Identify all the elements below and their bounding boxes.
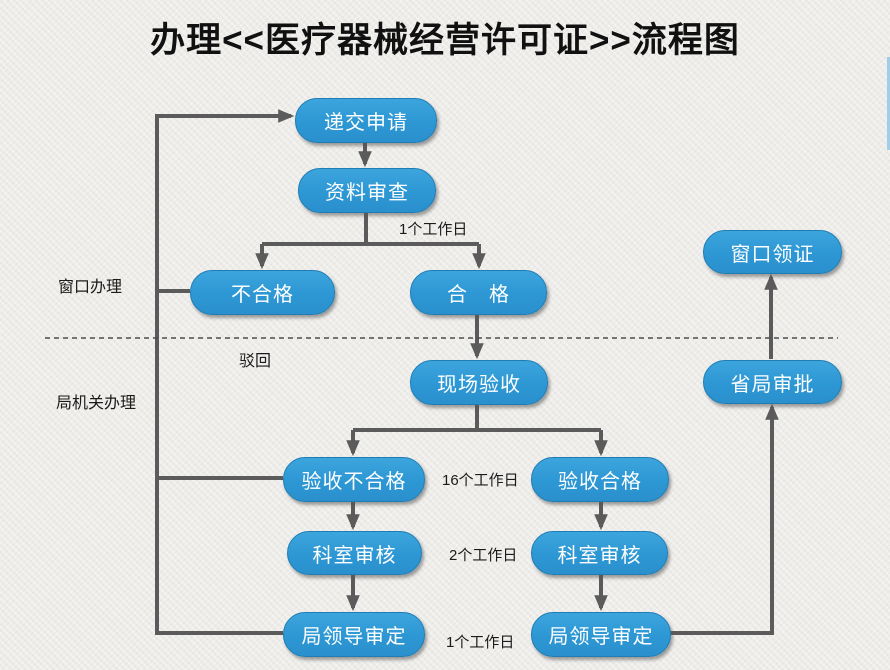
node-document-review: 资料审查 (298, 168, 436, 213)
node-label: 合 格 (447, 284, 510, 306)
page-title: 办理<<医疗器械经营许可证>>流程图 (150, 21, 740, 60)
node-inspection-failed: 验收不合格 (283, 457, 425, 502)
node-bureau-leader-approval-right: 局领导审定 (531, 612, 671, 657)
lane-label-window-processing: 窗口办理 (58, 279, 123, 296)
arrow-leader-to-provincial (669, 403, 779, 635)
lane-label-bureau-processing: 局机关办理 (56, 395, 137, 412)
line-sitecheck-branch (353, 403, 601, 432)
node-label: 验收不合格 (301, 471, 407, 493)
label-reject: 驳回 (239, 353, 272, 370)
label-review-duration: 1个工作日 (399, 221, 468, 238)
node-label: 递交申请 (324, 112, 408, 134)
node-provincial-bureau-approval: 省局审批 (703, 360, 842, 404)
node-unqualified: 不合格 (190, 270, 335, 315)
node-inspection-passed: 验收合格 (531, 457, 669, 502)
node-label: 现场验收 (437, 374, 521, 396)
node-department-review-left: 科室审核 (287, 531, 422, 575)
label-department-duration: 2个工作日 (449, 547, 518, 564)
node-label: 科室审核 (557, 544, 642, 567)
label-leader-duration: 1个工作日 (446, 634, 515, 651)
node-label: 窗口领证 (730, 243, 815, 266)
arrow-feedback-to-submit (155, 109, 295, 635)
node-label: 局领导审定 (548, 626, 654, 648)
node-label: 不合格 (231, 284, 294, 306)
node-department-review-right: 科室审核 (531, 531, 668, 575)
node-label: 资料审查 (325, 182, 409, 204)
node-submit-application: 递交申请 (295, 98, 437, 143)
node-qualified: 合 格 (410, 270, 547, 315)
node-label: 省局审批 (730, 373, 815, 396)
line-review-branch (262, 211, 479, 246)
node-bureau-leader-approval-left: 局领导审定 (283, 612, 425, 657)
label-inspection-duration: 16个工作日 (442, 472, 519, 489)
node-site-inspection: 现场验收 (410, 360, 548, 405)
node-window-certificate-collection: 窗口领证 (703, 230, 842, 274)
right-edge-artifact (887, 57, 890, 150)
node-label: 验收合格 (558, 471, 642, 493)
node-label: 科室审核 (312, 544, 397, 567)
node-label: 局领导审定 (301, 626, 407, 648)
